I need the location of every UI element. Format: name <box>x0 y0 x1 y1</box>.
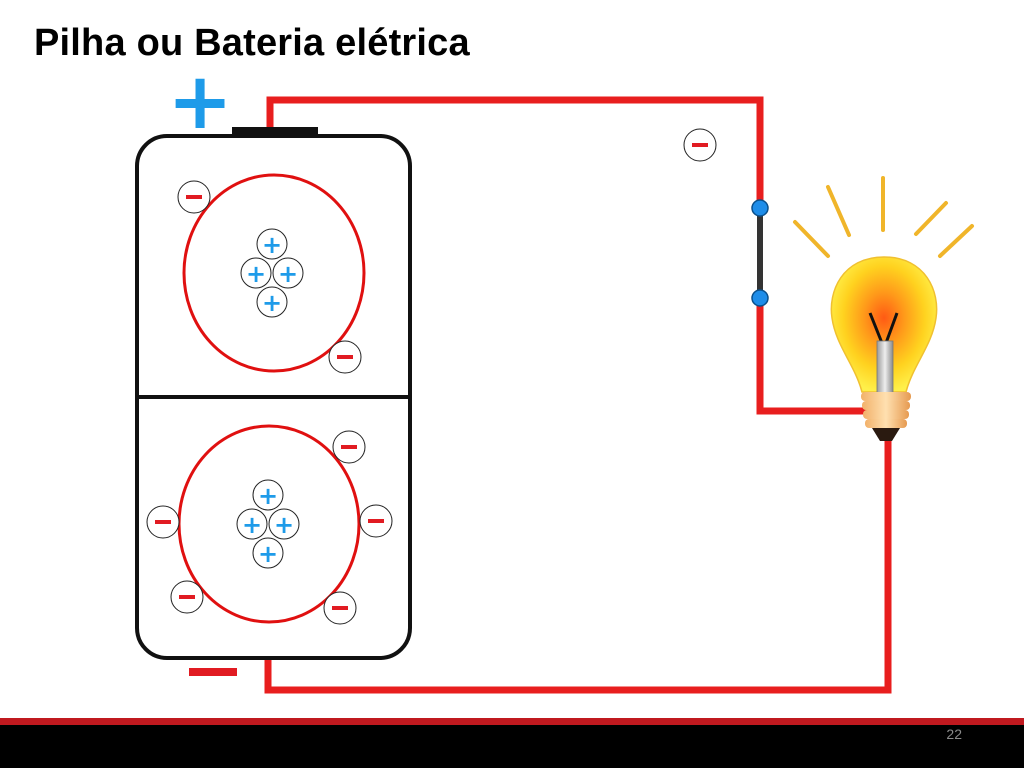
footer-black-bar <box>0 725 1024 768</box>
electron <box>359 504 393 538</box>
wire-right <box>756 298 868 415</box>
atom-upper: + + + + <box>177 173 366 374</box>
proton: + <box>240 257 272 289</box>
footer-red-bar <box>0 718 1024 725</box>
atom-lower: + + + + <box>146 424 393 625</box>
free-electron <box>683 128 717 162</box>
nucleus-upper: + + + + <box>240 228 304 318</box>
svg-text:+: + <box>274 511 294 539</box>
svg-text:+: + <box>262 289 282 317</box>
electron <box>328 340 362 374</box>
switch-node-top <box>751 199 769 217</box>
switch-icon <box>751 199 769 307</box>
proton: + <box>256 228 288 260</box>
electron <box>177 180 211 214</box>
svg-text:+: + <box>258 540 278 568</box>
positive-terminal-label: + <box>167 57 232 147</box>
svg-text:+: + <box>246 260 266 288</box>
svg-text:+: + <box>242 511 262 539</box>
proton: + <box>272 257 304 289</box>
switch-node-bottom <box>751 289 769 307</box>
svg-text:+: + <box>278 260 298 288</box>
nucleus-lower: + + + + <box>236 479 300 569</box>
battery-terminal-cap <box>232 127 318 137</box>
proton: + <box>256 286 288 318</box>
svg-text:+: + <box>258 482 278 510</box>
negative-terminal-label <box>189 668 237 676</box>
proton: + <box>268 508 300 540</box>
proton: + <box>236 508 268 540</box>
proton: + <box>252 479 284 511</box>
electron <box>170 580 204 614</box>
proton: + <box>252 537 284 569</box>
bulb-rays <box>793 176 974 258</box>
light-bulb-icon <box>793 176 974 441</box>
svg-text:+: + <box>262 231 282 259</box>
slide-title: Pilha ou Bateria elétrica <box>34 22 470 64</box>
bulb-base <box>861 392 911 441</box>
electron <box>323 591 357 625</box>
wire-bottom <box>264 436 892 694</box>
page-number: 22 <box>946 726 962 742</box>
wire-top <box>266 96 764 208</box>
electron <box>332 430 366 464</box>
battery <box>135 127 412 660</box>
electron <box>146 505 180 539</box>
